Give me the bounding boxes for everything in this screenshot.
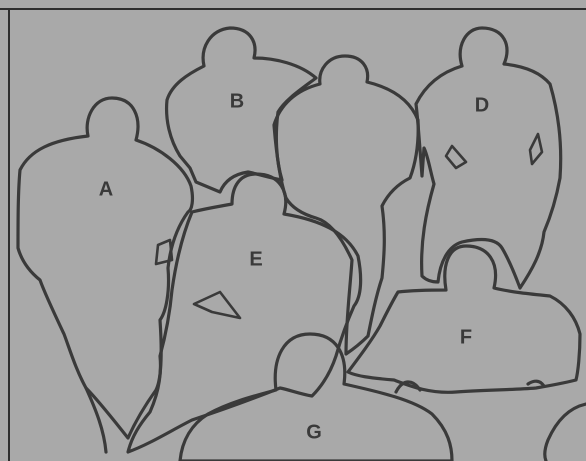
figure-g-label: G <box>306 421 322 443</box>
figure-right-edge-outline <box>545 404 586 461</box>
figure-a-outline <box>18 98 192 438</box>
figure-d-label: D <box>475 94 489 116</box>
figure-d-outline <box>416 28 561 288</box>
figure-f-right-detail <box>528 381 544 386</box>
figure-d-hand-gap-right <box>530 134 542 164</box>
figure-d-hand-gap-left <box>446 146 466 168</box>
figure-f-label: F <box>460 326 472 348</box>
figure-b-label: B <box>230 90 244 112</box>
figure-c-outline <box>274 56 418 354</box>
figure-e-hand-gap <box>194 292 240 318</box>
figure-a-label: A <box>99 178 113 200</box>
figure-e-label: E <box>249 248 262 270</box>
